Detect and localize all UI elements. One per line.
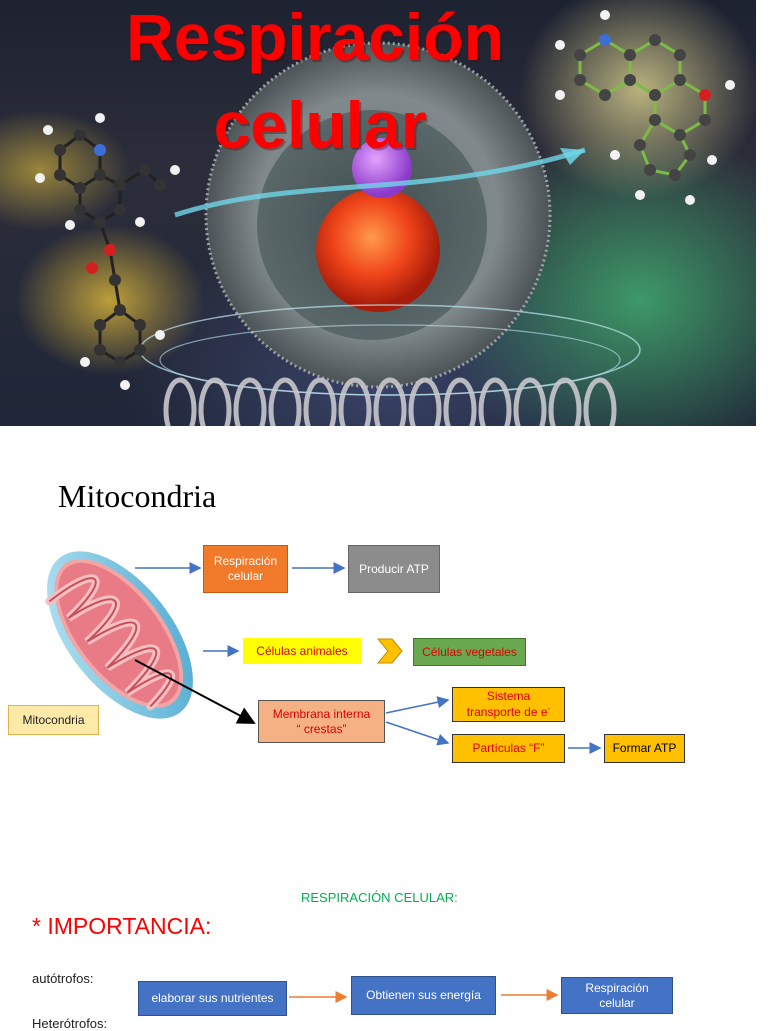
- box-membrana-line2: “ crestas”: [296, 721, 347, 736]
- cell-illustration: [35, 10, 735, 426]
- importancia-heading: * IMPORTANCIA:: [32, 913, 212, 939]
- box-respiracion-line1: Respiración: [213, 554, 278, 568]
- box-resp2-line2: celular: [599, 995, 635, 1010]
- mitocondria-label: Mitocondria: [8, 705, 99, 735]
- hero-banner: Respiración celular: [0, 0, 756, 426]
- box-sistema-superscript: -: [547, 704, 551, 713]
- box-membrana-line1: Membrana interna: [272, 706, 371, 721]
- diagram-arrows: [134, 562, 602, 754]
- box-membrana-interna: Membrana interna“ crestas”: [258, 700, 385, 743]
- box-sistema-line1: Sistema: [486, 689, 531, 703]
- box-sistema-line2: transporte de e: [466, 705, 548, 719]
- box-sistema-transporte: Sistema transporte de e-: [452, 687, 565, 722]
- box-celulas-vegetales: Células vegetales: [413, 638, 526, 666]
- box-celulas-animales: Células animales: [243, 638, 361, 664]
- box-obtienen-energia: Obtienen sus energía: [351, 976, 496, 1015]
- box-formar-atp: Formar ATP: [604, 734, 685, 763]
- section2-arrows: [289, 989, 559, 1003]
- mitochondrion-image: [45, 551, 193, 719]
- autotrofos-label: autótrofos:: [32, 971, 94, 986]
- section2-header: RESPIRACIÓN CELULAR:: [301, 890, 458, 905]
- hero-title-line2: celular: [213, 88, 427, 162]
- box-particulas-f: Partículas “F”: [452, 734, 565, 763]
- box-producir-atp: Producir ATP: [348, 545, 440, 593]
- box-elaborar-nutrientes: elaborar sus nutrientes: [138, 981, 287, 1016]
- hero-title-line1: Respiración: [126, 0, 504, 74]
- box-resp2-line1: Respiración: [585, 980, 649, 995]
- section-title-mitocondria: Mitocondria: [58, 478, 217, 514]
- box-respiracion-line2: celular: [227, 569, 264, 583]
